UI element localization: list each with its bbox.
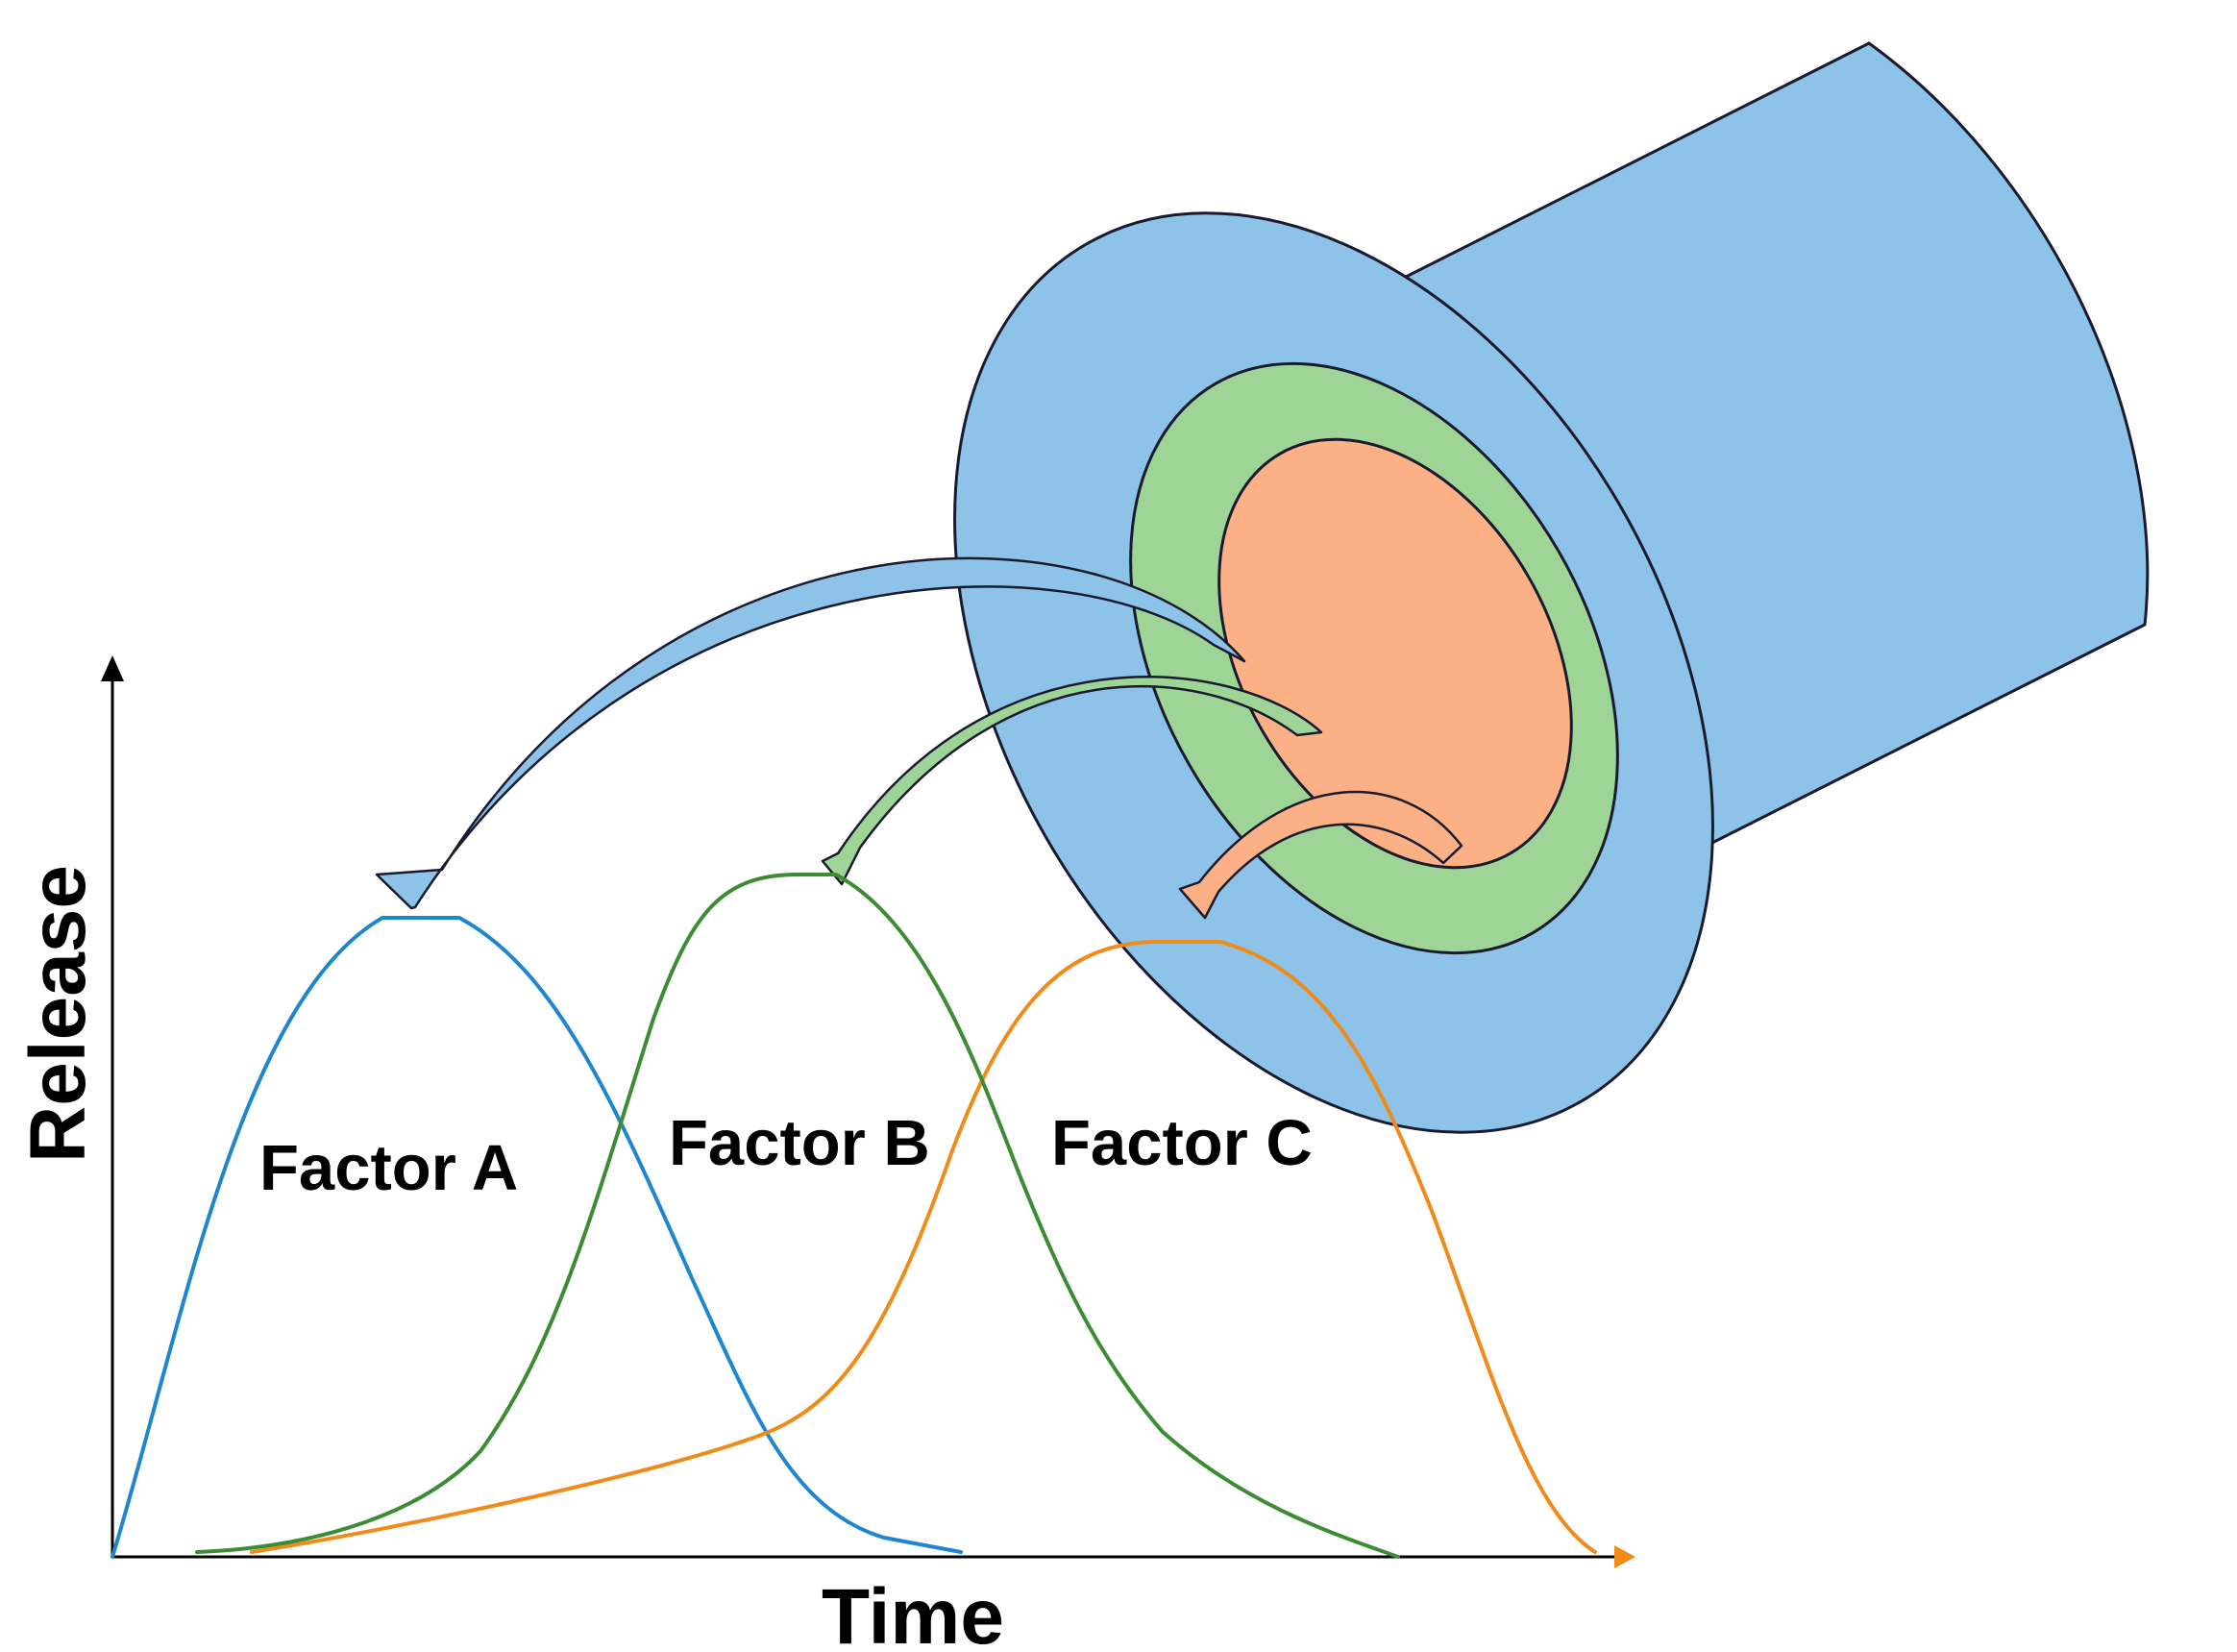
axes <box>101 655 1635 1568</box>
label-factor-c: Factor C <box>1051 1107 1313 1179</box>
x-axis-arrowhead <box>1614 1545 1635 1568</box>
arrow-inner-to-c <box>1178 790 1463 920</box>
release-curves <box>111 873 1597 1559</box>
inner-core <box>1217 437 1573 870</box>
label-factor-a: Factor A <box>259 1132 518 1204</box>
curve-factor-a <box>111 916 963 1559</box>
y-axis-label: Release <box>14 865 102 1163</box>
curve-factor-b <box>195 873 1400 1559</box>
curve-factor-c <box>250 940 1597 1554</box>
x-axis-label: Time <box>822 1573 1004 1652</box>
label-factor-b: Factor B <box>669 1107 930 1179</box>
arrow-outer-to-a <box>375 556 1246 910</box>
layered-cylinder <box>953 41 2150 1134</box>
labels: Factor A Factor B Factor C Time Release <box>14 865 1313 1652</box>
